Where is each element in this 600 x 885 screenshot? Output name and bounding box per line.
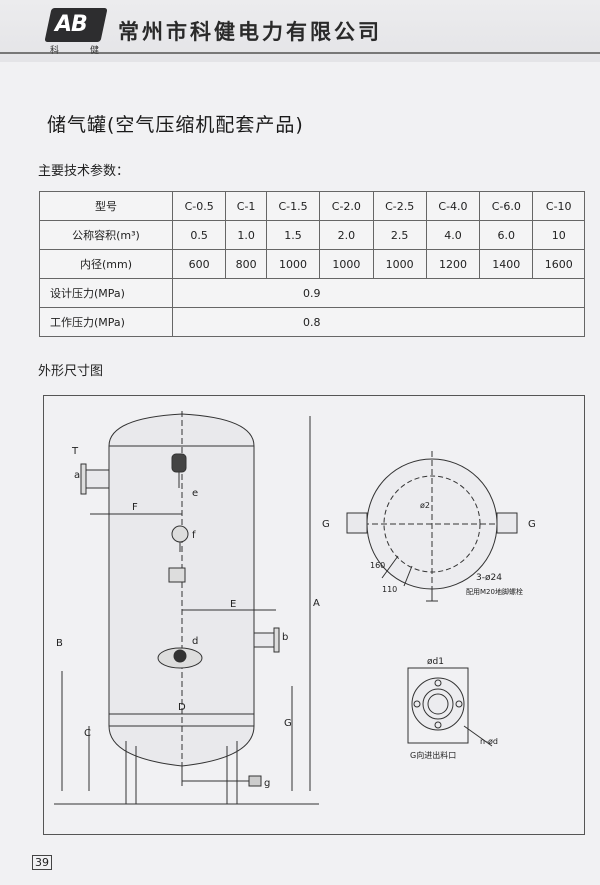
- diameter-cell: 1000: [372, 249, 427, 279]
- flange-box: [407, 667, 469, 744]
- volume-cell: 10: [532, 220, 585, 250]
- working-pressure-label: 工作压力(MPa): [39, 307, 173, 337]
- label-G-left: G: [322, 519, 330, 530]
- label-g: g: [264, 778, 270, 789]
- bottom-drain-top: [426, 589, 438, 602]
- label-C: C: [84, 728, 91, 739]
- drain-valve-icon: [248, 775, 262, 787]
- label-bolts: 3-ø24: [476, 573, 502, 583]
- flange-leader: [463, 725, 493, 747]
- label-bolts-note: 配用M20地脚螺栓: [466, 587, 523, 596]
- flange-bolt-hole: [434, 679, 442, 687]
- label-A: A: [313, 598, 320, 609]
- label-d: d: [192, 636, 198, 647]
- model-cell: C-1.5: [265, 191, 321, 221]
- volume-cell: 2.5: [372, 220, 427, 250]
- design-pressure-value: 0.9: [172, 278, 585, 308]
- label-b: b: [282, 632, 288, 643]
- diameter-cell: 1400: [479, 249, 534, 279]
- volume-cell: 0.5: [171, 220, 227, 250]
- diameter-cell: 1600: [532, 249, 585, 279]
- diameter-cell: 600: [171, 249, 227, 279]
- company-name: 常州市科健电力有限公司: [118, 20, 382, 44]
- volume-cell: 4.0: [425, 220, 481, 250]
- flange-bolt-hole: [413, 700, 421, 708]
- outlet-flange: [273, 627, 280, 653]
- logo-letters: AB: [55, 12, 88, 37]
- inlet-flange: [80, 463, 87, 495]
- model-cell: C-10: [532, 191, 585, 221]
- flange-outer: [411, 677, 465, 731]
- page-number: 39: [32, 855, 52, 870]
- drawing-frame: T a e F f E d D A B C G b g G G 160 110 …: [43, 395, 585, 835]
- model-cell: C-4.0: [425, 191, 481, 221]
- volume-cell: 1.0: [225, 220, 267, 250]
- label-G: G: [284, 718, 292, 729]
- label-160: 160: [370, 561, 385, 570]
- volume-cell: 2.0: [319, 220, 374, 250]
- label-B: B: [56, 638, 63, 649]
- volume-row: 公称容积(m³) 0.5 1.0 1.5 2.0 2.5 4.0 6.0 10: [39, 220, 585, 250]
- left-nozzle-top: [346, 512, 368, 534]
- diameter-label: 内径(mm): [39, 249, 173, 279]
- flange-inner: [422, 688, 454, 720]
- drain-pipe: [181, 766, 249, 782]
- model-label: 型号: [39, 191, 173, 221]
- label-D: D: [178, 702, 186, 713]
- spec-heading: 主要技术参数：: [38, 164, 130, 179]
- model-cell: C-2.5: [372, 191, 427, 221]
- logo-sub-left: 科: [50, 46, 60, 56]
- dim-110: [403, 565, 413, 587]
- drawing-heading: 外形尺寸图: [38, 364, 104, 379]
- nameplate: [168, 567, 186, 583]
- volume-cell: 6.0: [479, 220, 534, 250]
- model-cell: C-6.0: [479, 191, 534, 221]
- flange-bolt-hole: [455, 700, 463, 708]
- label-E: E: [230, 599, 236, 610]
- volume-label: 公称容积(m³): [39, 220, 173, 250]
- label-f: f: [192, 530, 196, 541]
- label-T: T: [71, 446, 79, 457]
- diameter-cell: 1200: [425, 249, 481, 279]
- working-pressure-value: 0.8: [172, 307, 585, 337]
- inlet-nozzle: [83, 469, 110, 489]
- pressure-gauge-icon: [171, 525, 189, 543]
- design-pressure-label: 设计压力(MPa): [39, 278, 173, 308]
- label-n-phi-d: n-ød: [480, 737, 498, 746]
- label-phi2: ø2: [420, 501, 430, 510]
- diameter-cell: 1000: [319, 249, 374, 279]
- working-pressure-row: 工作压力(MPa) 0.8: [39, 307, 585, 337]
- model-cell: C-0.5: [171, 191, 227, 221]
- logo-sub-right: 健: [90, 46, 100, 56]
- spec-table: 型号 C-0.5 C-1 C-1.5 C-2.0 C-2.5 C-4.0 C-6…: [39, 191, 585, 337]
- tank-drawing: T a e F f E d D A B C G b g G G 160 110 …: [54, 411, 536, 805]
- flange-bolt-hole: [434, 721, 442, 729]
- diameter-cell: 800: [225, 249, 267, 279]
- diameter-cell: 1000: [265, 249, 321, 279]
- design-pressure-row: 设计压力(MPa) 0.9: [39, 278, 585, 308]
- model-row: 型号 C-0.5 C-1 C-1.5 C-2.0 C-2.5 C-4.0 C-6…: [39, 191, 585, 221]
- safety-valve-icon: [171, 453, 187, 473]
- model-cell: C-2.0: [319, 191, 374, 221]
- right-nozzle-top: [496, 512, 518, 534]
- volume-cell: 1.5: [265, 220, 321, 250]
- label-110: 110: [382, 585, 397, 594]
- label-phi-d1: ød1: [427, 657, 444, 667]
- diameter-row: 内径(mm) 600 800 1000 1000 1000 1200 1400 …: [39, 249, 585, 279]
- model-cell: C-1: [225, 191, 267, 221]
- header-rule: [0, 52, 600, 54]
- dim-160: [381, 555, 399, 579]
- flange-caption: G向进出料口: [410, 750, 456, 760]
- flange-bore: [427, 693, 449, 715]
- manhole-cover: [173, 649, 187, 663]
- label-e: e: [192, 488, 198, 499]
- label-F: F: [132, 502, 138, 513]
- outlet-nozzle: [253, 632, 277, 648]
- page-title: 储气罐(空气压缩机配套产品): [47, 114, 304, 136]
- label-G-right: G: [528, 519, 536, 530]
- label-a: a: [74, 470, 80, 481]
